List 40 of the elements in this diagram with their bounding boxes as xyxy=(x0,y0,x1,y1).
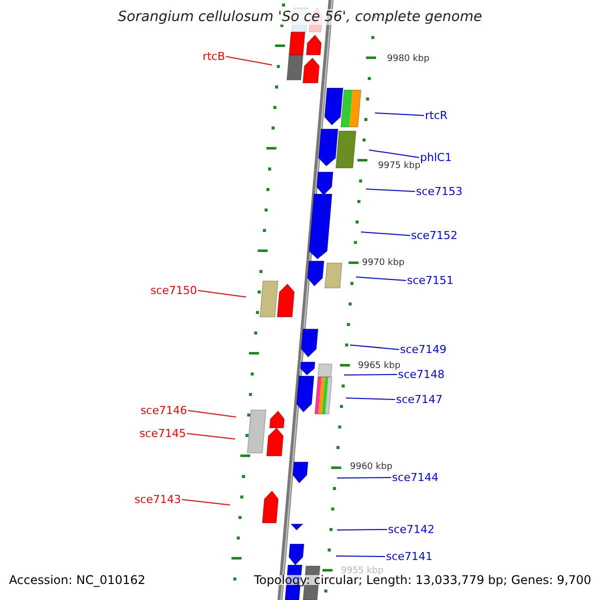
genome-stats-text: Topology: circular; Length: 13,033,779 bp; Genes: 9,700 xyxy=(254,575,592,585)
accession-text: Accession: NC_010162 xyxy=(9,575,146,585)
scale-label: 9975 kbp xyxy=(378,161,420,171)
leader-line xyxy=(336,477,392,478)
leader-line xyxy=(350,344,400,350)
gene-label: sce7149 xyxy=(400,343,447,356)
gene-label: sce7147 xyxy=(396,393,443,406)
gene-label: rtcB xyxy=(202,50,225,63)
gene-label: sce7141 xyxy=(386,550,433,563)
gene-label: sce7145 xyxy=(139,427,186,440)
leader-line xyxy=(366,188,416,192)
gene-label: sce7151 xyxy=(407,274,454,287)
gene-label: sce7153 xyxy=(416,185,463,198)
gene-label: phlC1 xyxy=(420,151,452,164)
scale-label: 9965 kbp xyxy=(358,361,400,371)
leader-line xyxy=(186,433,236,440)
scale-label: 9980 kbp xyxy=(387,54,430,64)
gene-label: sce7152 xyxy=(411,229,458,242)
gene-label: sce7148 xyxy=(398,368,445,381)
leader-line xyxy=(198,290,246,298)
leader-line xyxy=(182,499,230,506)
scale-label: 9960 kbp xyxy=(350,462,392,472)
leader-line xyxy=(346,398,396,400)
leader-line xyxy=(336,556,386,557)
gene-label: rtcR xyxy=(425,109,448,122)
leader-line xyxy=(360,232,410,236)
gene-label: sce7142 xyxy=(388,523,435,536)
leader-line xyxy=(226,56,272,66)
gene-label: sce7146 xyxy=(140,404,187,417)
leader-line xyxy=(368,150,420,158)
leader-line xyxy=(336,529,388,530)
leader-line xyxy=(356,276,406,281)
scale-label: 9970 kbp xyxy=(362,258,404,268)
gene-label: sce7144 xyxy=(392,471,439,484)
leader-line xyxy=(188,410,236,418)
gene-label: sce7143 xyxy=(134,493,181,506)
leader-line xyxy=(374,112,424,116)
scale-label: 9955 kbp xyxy=(341,566,384,576)
leader-line xyxy=(344,374,398,376)
gene-label: sce7150 xyxy=(150,284,197,297)
